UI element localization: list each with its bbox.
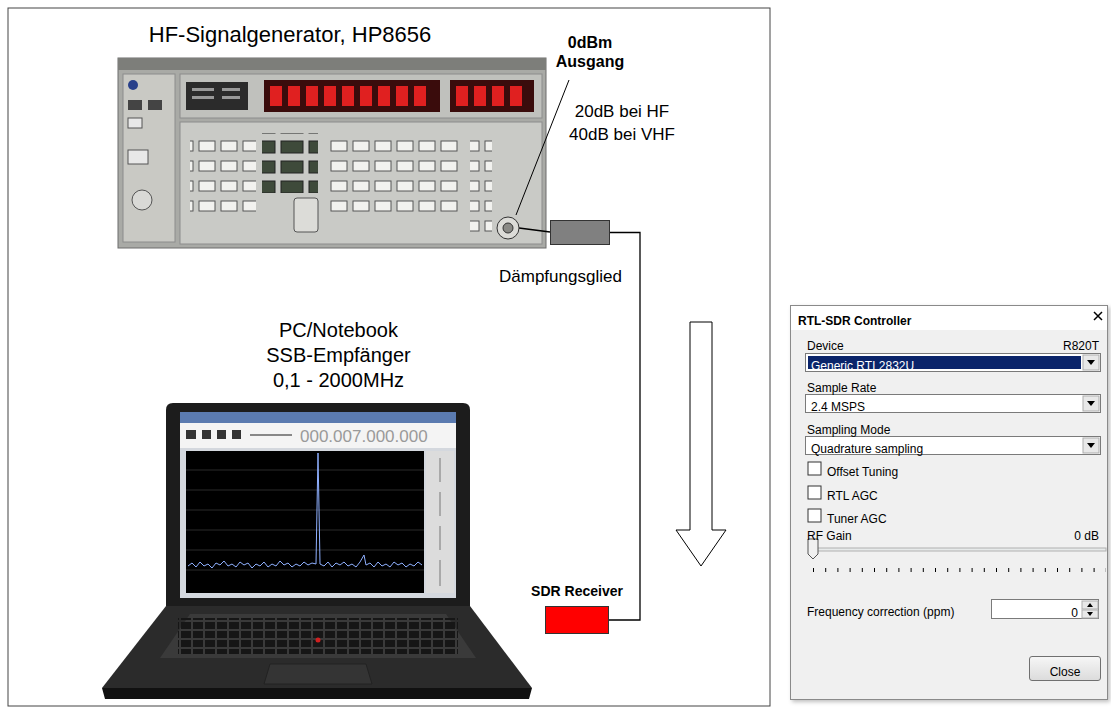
signal-generator-illustration [118,58,550,248]
window-title-slot: RTL-SDR Controller [798,311,911,329]
close-button: Close [1029,656,1101,681]
sdr-receiver-label: SDR Receiver [531,583,623,600]
generator-title: HF-Signalgenerator, HP8656 [149,22,432,48]
field-label-slot: Frequency correction (ppm) [807,602,954,620]
dropdown-box: Generic RTL2832U [805,353,1101,372]
dropdown-buttons [1083,355,1099,453]
attenuator-label: Dämpfungsglied [499,267,622,287]
tuner-name: R820T [1063,339,1099,353]
field-label: Sample Rate [807,381,876,395]
cable-line [609,233,640,621]
gain-value: 0 dB [1074,529,1099,543]
dropdown-box: 2.4 MSPS [805,394,1101,413]
dropdown-value: Quadrature sampling [811,443,923,456]
window-title: RTL-SDR Controller [798,314,911,328]
field-label-slot: Sampling Mode [807,420,890,438]
input-value: 0 [1071,607,1078,620]
laptop-illustration [102,403,532,699]
checkbox-label: Tuner AGC [827,512,887,526]
dropdown-value-slot: Generic RTL2832U [808,356,1081,369]
field-label-slot: Device [807,336,844,354]
dialog-window: RTL-SDR ControllerDevice R820T Sample Rate… [790,305,1108,700]
attenuator-label-slot: Dämpfungsglied [499,267,622,287]
output-callout: 0dBm Ausgang [550,33,630,71]
button-label: Close [1050,665,1081,679]
flow-arrow [676,322,726,566]
close-icon [1094,312,1102,320]
button-label-slot: Close [1030,662,1100,680]
field-label: Sampling Mode [807,423,890,437]
receiver-caption-slot: PC/Notebook SSB-Empfänger 0,1 - 2000MHz [256,318,421,393]
sdr-receiver-label-slot: SDR Receiver [531,582,623,600]
gain-slider [808,539,1106,570]
field-label: RF Gain [807,529,852,543]
field-label-slot: RF Gain [807,526,852,544]
gain-value-slot: 0 dB [1074,526,1099,544]
checkbox-label: RTL AGC [827,489,878,503]
number-input: 0 [991,599,1099,619]
field-label: Frequency correction (ppm) [807,605,954,619]
dropdown-value-slot: 2.4 MSPS [811,397,865,415]
checkbox-label-slot: Offset Tuning [827,462,898,480]
dropdown-value: 2.4 MSPS [811,401,865,414]
checkboxes [808,462,821,522]
frequency-readout-slot: 000.007.000.000 [300,427,428,447]
checkbox-label-slot: Tuner AGC [827,509,887,527]
outer-frame [8,8,770,706]
field-label-slot: Sample Rate [807,378,876,396]
sdr-receiver-box: SDR Receiver [545,606,609,634]
tuner-name-slot: R820T [1063,336,1099,354]
receiver-caption: PC/Notebook SSB-Empfänger 0,1 - 2000MHz [256,318,421,393]
generator-title-slot: HF-Signalgenerator, HP8656 [149,22,432,48]
dropdown-value: Generic RTL2832U [808,360,914,373]
frequency-readout: 000.007.000.000 [300,427,428,447]
checkbox-label-slot: RTL AGC [827,486,878,504]
dropdown-value-slot: Quadrature sampling [811,439,923,457]
field-label: Device [807,339,844,353]
attenuation-note: 20dB bei HF 40dB bei VHF [563,100,681,146]
attenuator-box: Dämpfungsglied [550,220,610,245]
input-value-slot: 0 [1071,603,1078,621]
spinner-buttons [1082,601,1098,618]
leader-line [516,80,569,215]
dropdown-box: Quadrature sampling [805,436,1101,455]
output-callout-slot: 0dBm Ausgang [550,33,630,71]
checkbox-label: Offset Tuning [827,465,898,479]
attenuation-note-slot: 20dB bei HF 40dB bei VHF [563,100,681,146]
